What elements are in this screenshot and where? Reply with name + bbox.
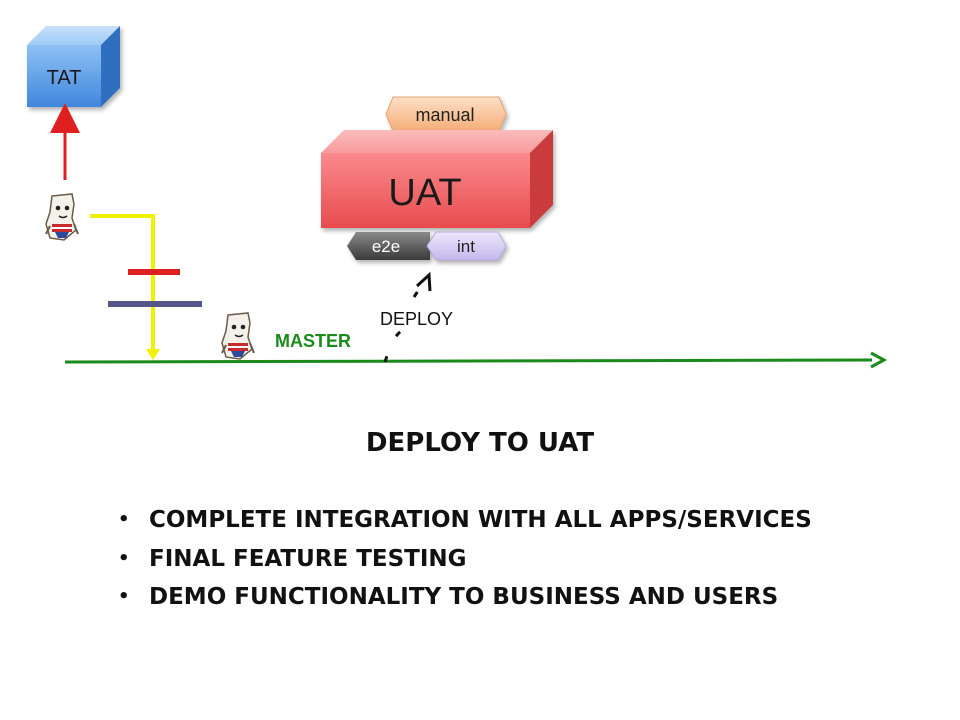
deploy-arrowhead	[415, 271, 432, 292]
int-tag-label: int	[457, 237, 475, 256]
tat-label: TAT	[47, 67, 82, 89]
master-branch-line	[64, 358, 873, 364]
manual-tag-label: manual	[415, 105, 474, 125]
bullet-dot-icon: •	[118, 509, 130, 530]
gate-bar-navy	[108, 301, 202, 307]
tat-environment-box	[27, 26, 120, 107]
workflow-diagram: TAT MASTER DEPLOY manual UAT e2e int	[27, 26, 888, 369]
bullet-text: FINAL FEATURE TESTING	[149, 545, 467, 572]
bullet-item: • DEMO FUNCTIONALITY TO BUSINESS AND USE…	[118, 579, 812, 618]
uat-environment-box	[321, 130, 553, 228]
e2e-tag-label: e2e	[372, 237, 400, 256]
bullet-item: • FINAL FEATURE TESTING	[118, 541, 812, 580]
e2e-tag	[347, 232, 430, 260]
deploy-arrow-line	[383, 281, 426, 363]
mascot-feature-icon	[45, 193, 79, 241]
int-tag	[426, 231, 507, 261]
bullet-item: • COMPLETE INTEGRATION WITH ALL APPS/SER…	[118, 502, 812, 541]
gate-bar-red	[128, 269, 180, 275]
bullet-dot-icon: •	[118, 586, 130, 607]
mascot-master-icon	[221, 312, 255, 360]
bullet-text: COMPLETE INTEGRATION WITH ALL APPS/SERVI…	[149, 507, 812, 533]
feature-branch-line	[90, 214, 155, 350]
deploy-label: DEPLOY	[380, 309, 453, 329]
feature-branch-arrowhead	[146, 349, 160, 360]
slide-title: DEPLOY TO UAT	[365, 428, 595, 458]
master-branch-arrowhead	[870, 351, 888, 369]
bullet-list: • COMPLETE INTEGRATION WITH ALL APPS/SER…	[118, 502, 812, 618]
bullet-dot-icon: •	[118, 547, 130, 569]
uat-label: UAT	[388, 172, 461, 214]
bullet-text: DEMO FUNCTIONALITY TO BUSINESS AND USERS	[149, 584, 779, 610]
master-label: MASTER	[275, 331, 351, 351]
